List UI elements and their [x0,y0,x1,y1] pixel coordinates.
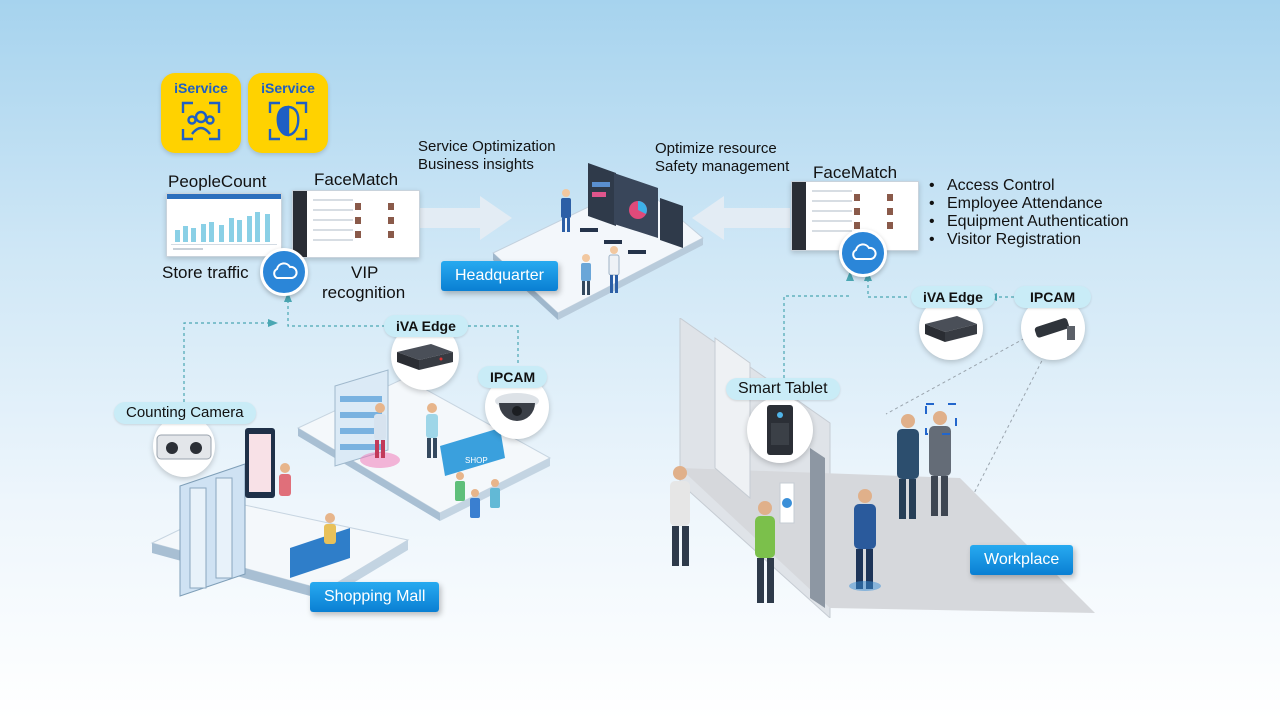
headquarter-illustration [492,163,704,320]
service-optimization-label: Service Optimization [418,138,556,155]
vip-label-line1: VIP [351,263,379,282]
shopping-mall-tag: Shopping Mall [310,582,440,612]
cloud-icon-right [839,229,887,277]
smart-tablet-connector [783,295,850,378]
headquarter-tag: Headquarter [441,261,558,291]
smart-tablet-icon [747,397,813,463]
arrow-to-headquarter-left [420,196,512,240]
smart-tablet-pill: Smart Tablet [726,378,840,400]
arrow-to-headquarter-right [692,196,790,240]
ipcam-pill-left: IPCAM [478,366,548,388]
cloud-icon-left [260,248,308,296]
shopping-mall-illustration: SHOP [150,369,552,600]
people-count-screenshot [166,193,282,257]
workplace-tag: Workplace [970,545,1074,575]
face-match-left-screenshot [292,190,420,258]
counting-camera-pill: Counting Camera [114,402,256,424]
people-count-title: PeopleCount [168,172,267,191]
feature-item: Equipment Authentication [929,213,1128,231]
app-brand-label: iService [261,80,315,96]
safety-management-label: Safety management [655,158,790,175]
feature-item: Visitor Registration [929,231,1128,249]
store-traffic-label: Store traffic [162,263,249,282]
feature-item: Access Control [929,177,1128,195]
ipcam-pill-right: IPCAM [1014,286,1092,308]
optimize-resource-label: Optimize resource [655,140,777,157]
people-count-icon [181,101,221,141]
vip-label-line2: recognition [322,283,406,302]
app-brand-label: iService [174,80,228,96]
iservice-people-count-app[interactable]: iService [161,73,241,153]
feature-item: Employee Attendance [929,195,1128,213]
shop-sign: SHOP [465,456,488,465]
workplace-feature-list: Access Control Employee Attendance Equip… [929,177,1128,249]
face-scan-icon [268,101,308,141]
face-match-title-right: FaceMatch [813,163,898,182]
ipcam-left-connector [462,325,519,368]
iva-edge-left-connector [287,300,384,327]
iva-edge-right-connector [867,279,910,298]
iva-edge-pill-left: iVA Edge [384,315,468,337]
counting-camera-icon [153,415,215,477]
iservice-face-match-app[interactable]: iService [248,73,328,153]
iva-edge-pill-right: iVA Edge [911,286,995,308]
counting-camera-connector [183,322,272,402]
face-match-title-left: FaceMatch [314,170,399,189]
business-insights-label: Business insights [418,156,534,173]
